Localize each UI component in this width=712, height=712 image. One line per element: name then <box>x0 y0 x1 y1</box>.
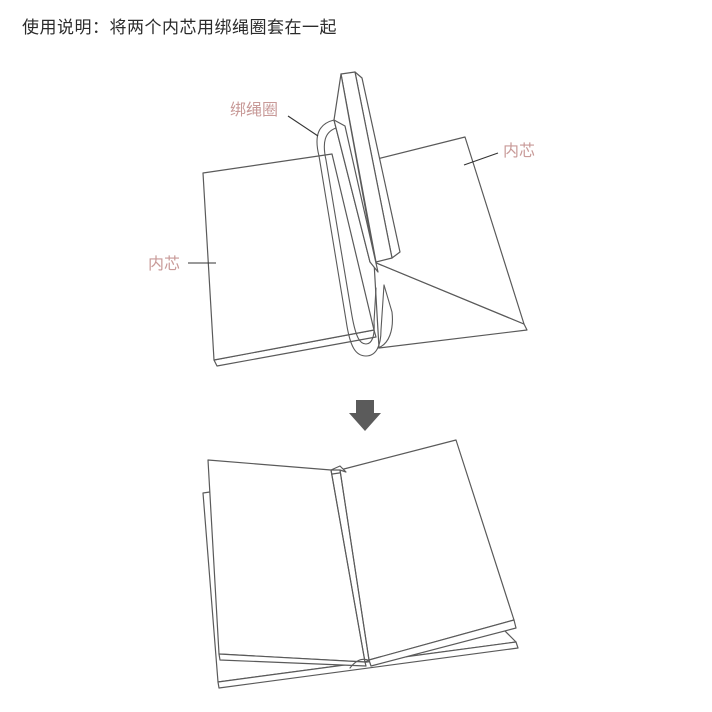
label-band: 绑绳圈 <box>230 100 319 137</box>
page-title: 使用说明：将两个内芯用绑绳圈套在一起 <box>22 18 337 38</box>
left-page <box>207 459 367 667</box>
down-arrow-icon <box>349 400 381 431</box>
label-core-right: 内芯 <box>463 141 535 166</box>
spine-pages <box>333 71 401 273</box>
spine <box>330 465 370 669</box>
label-core-left: 内芯 <box>148 254 216 273</box>
step-1-illustration: 绑绳圈 内芯 内芯 <box>148 71 535 367</box>
core-right-label: 内芯 <box>503 141 535 160</box>
elastic-band <box>316 119 393 357</box>
band-label: 绑绳圈 <box>230 100 278 119</box>
left-insert <box>202 153 377 367</box>
right-insert <box>372 136 528 349</box>
step-2-illustration <box>202 439 519 689</box>
core-left-label: 内芯 <box>148 254 180 273</box>
right-page <box>339 439 517 667</box>
